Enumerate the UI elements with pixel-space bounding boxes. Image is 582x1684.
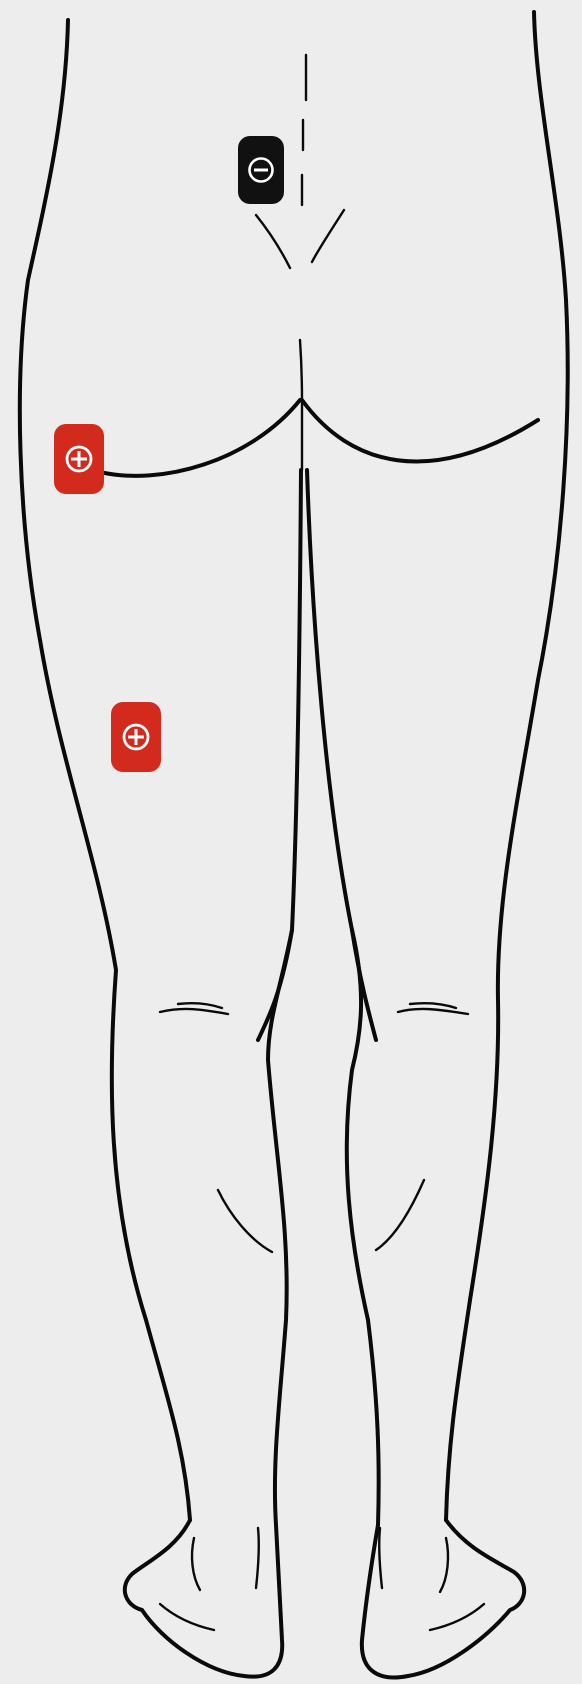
electrode-pad-positive-lower — [111, 702, 161, 772]
electrode-pad-negative — [238, 136, 284, 204]
electrode-pad-positive-upper — [54, 424, 104, 494]
